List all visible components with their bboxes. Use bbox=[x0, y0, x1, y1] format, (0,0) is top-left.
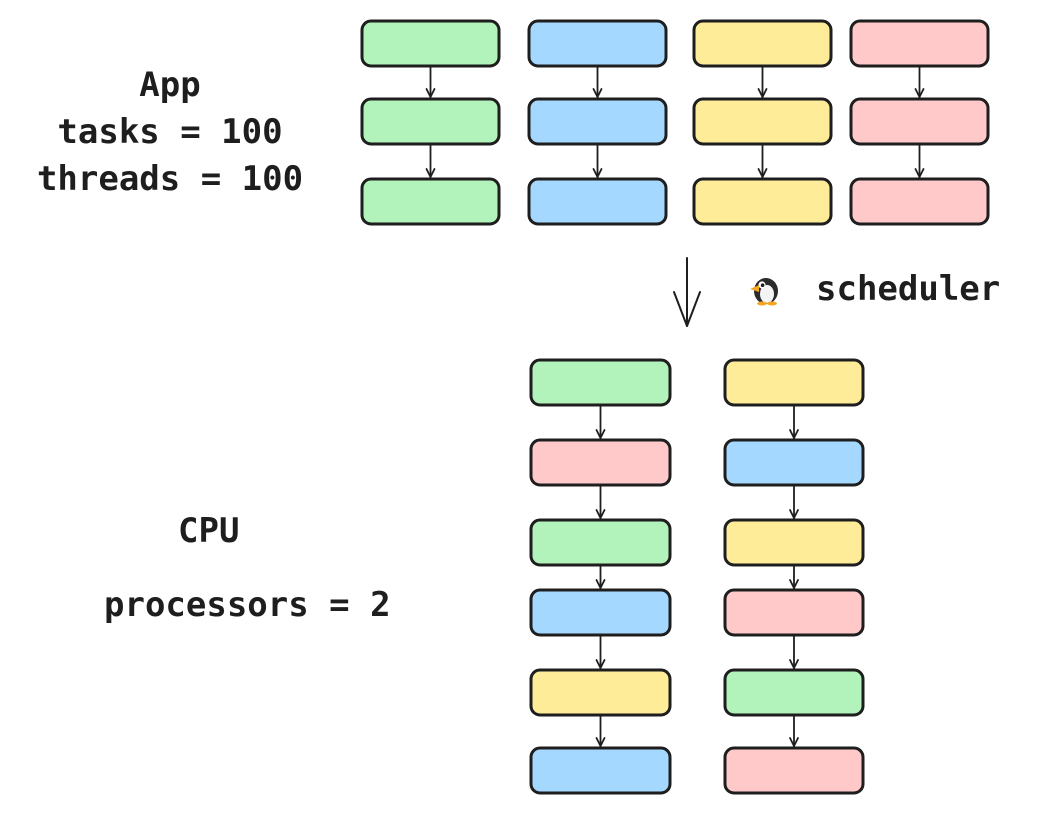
app-tasks-count: tasks = 100 bbox=[57, 112, 283, 152]
scheduler-label: scheduler bbox=[816, 269, 1001, 309]
app-task-box bbox=[527, 177, 668, 226]
cpu-task-box bbox=[529, 746, 672, 795]
cpu-task-box bbox=[529, 358, 672, 407]
app-task-box bbox=[849, 177, 990, 226]
app-task-box bbox=[849, 97, 990, 146]
app-thread-1 bbox=[360, 19, 501, 226]
cpu-task-box bbox=[529, 668, 672, 717]
app-task-box bbox=[360, 97, 501, 146]
app-label: App tasks = 100 threads = 100 bbox=[0, 62, 340, 203]
app-task-box bbox=[360, 177, 501, 226]
app-task-box bbox=[527, 97, 668, 146]
cpu-task-box bbox=[529, 518, 672, 567]
app-task-box bbox=[692, 177, 833, 226]
cpu-processors-group bbox=[529, 358, 865, 795]
app-task-box bbox=[692, 97, 833, 146]
app-task-box bbox=[527, 19, 668, 68]
app-thread-4 bbox=[849, 19, 990, 226]
app-threads-count: threads = 100 bbox=[36, 159, 304, 199]
cpu-task-box bbox=[723, 438, 865, 487]
cpu-processor-1 bbox=[529, 358, 672, 795]
cpu-task-box bbox=[723, 746, 865, 795]
scheduler-arrow bbox=[673, 257, 701, 327]
app-thread-3 bbox=[692, 19, 833, 226]
cpu-task-box bbox=[529, 438, 672, 487]
cpu-title: CPU bbox=[178, 511, 240, 551]
app-task-box bbox=[360, 19, 501, 68]
penguin-icon bbox=[750, 278, 778, 306]
cpu-processors-count: processors = 2 bbox=[104, 585, 391, 625]
app-title: App bbox=[139, 65, 201, 105]
cpu-task-box bbox=[529, 588, 672, 637]
cpu-task-box bbox=[723, 588, 865, 637]
cpu-task-box bbox=[723, 358, 865, 407]
app-threads-group bbox=[360, 19, 990, 226]
app-thread-2 bbox=[527, 19, 668, 226]
cpu-task-box bbox=[723, 668, 865, 717]
cpu-processor-2 bbox=[723, 358, 865, 795]
app-task-box bbox=[849, 19, 990, 68]
app-task-box bbox=[692, 19, 833, 68]
cpu-task-box bbox=[723, 518, 865, 567]
